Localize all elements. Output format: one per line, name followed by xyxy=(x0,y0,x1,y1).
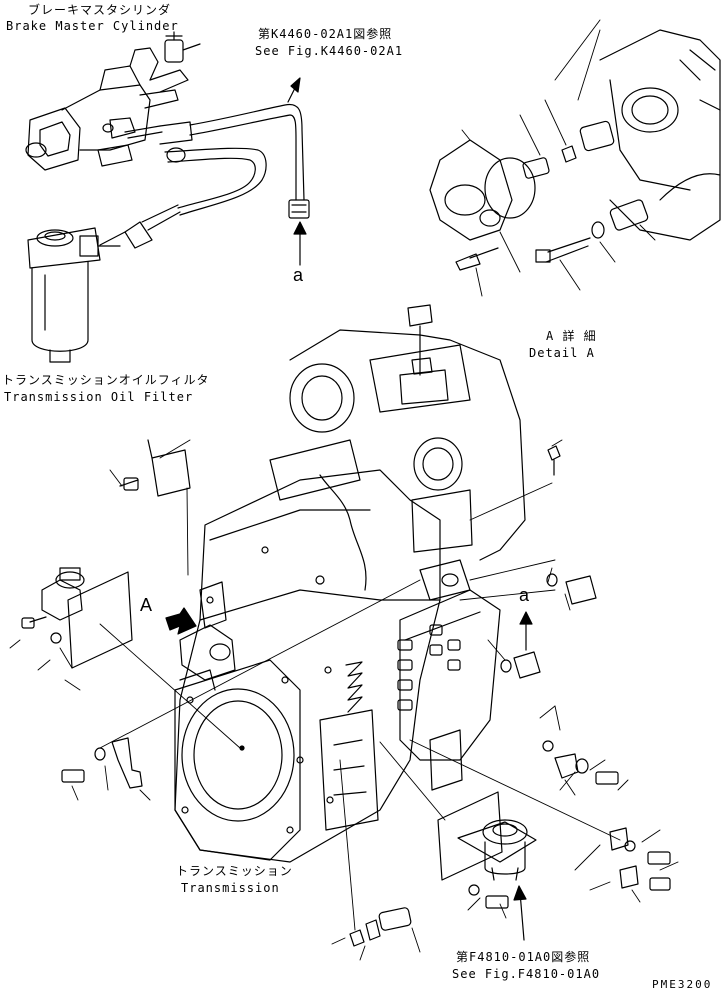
fig-ref-bottom-en: See Fig.F4810-01A0 xyxy=(452,967,601,981)
fig-ref-bottom-jp: 第F4810-01A0図参照 xyxy=(456,950,591,964)
arrow-a-top xyxy=(287,77,307,266)
arrow-a-mid-label: a xyxy=(519,585,530,605)
right-side-fittings xyxy=(500,445,671,891)
detail-a-label-jp: A 詳 細 xyxy=(546,329,597,343)
leader-lines xyxy=(9,439,679,961)
fig-ref-top-en: See Fig.K4460-02A1 xyxy=(255,44,404,58)
brake-master-cylinder-label-jp: ブレーキマスタシリンダ xyxy=(28,3,172,17)
brake-master-cylinder xyxy=(25,31,201,171)
fig-ref-top-jp: 第K4460-02A1図参照 xyxy=(258,27,393,41)
oil-filter-label-en: Transmission Oil Filter xyxy=(4,390,194,404)
transmission-body xyxy=(174,304,526,863)
detail-a-assembly xyxy=(429,29,721,271)
transmission-oil-filter xyxy=(27,227,121,363)
transmission-label-en: Transmission xyxy=(181,881,280,895)
brake-master-cylinder-label-en: Brake Master Cylinder xyxy=(6,19,179,33)
arrow-a-mid xyxy=(519,611,533,651)
view-a-label: A xyxy=(140,595,153,615)
brake-hoses xyxy=(99,103,310,249)
inspection-cover xyxy=(119,439,191,497)
arrow-a-top-label: a xyxy=(293,265,304,285)
arrow-bottom-ref xyxy=(513,885,527,941)
bottom-fittings xyxy=(61,737,509,947)
transmission-label-jp: トランスミッション xyxy=(176,864,293,878)
filter-mount-left xyxy=(21,567,133,669)
detail-a-label-en: Detail A xyxy=(529,346,595,360)
drawing-code: PME3200 xyxy=(652,978,713,991)
filter-mount-right xyxy=(437,791,537,881)
detail-a-leaders xyxy=(461,19,656,297)
view-a-arrow xyxy=(165,607,197,635)
oil-filter-label-jp: トランスミッションオイルフィルタ xyxy=(2,373,210,387)
